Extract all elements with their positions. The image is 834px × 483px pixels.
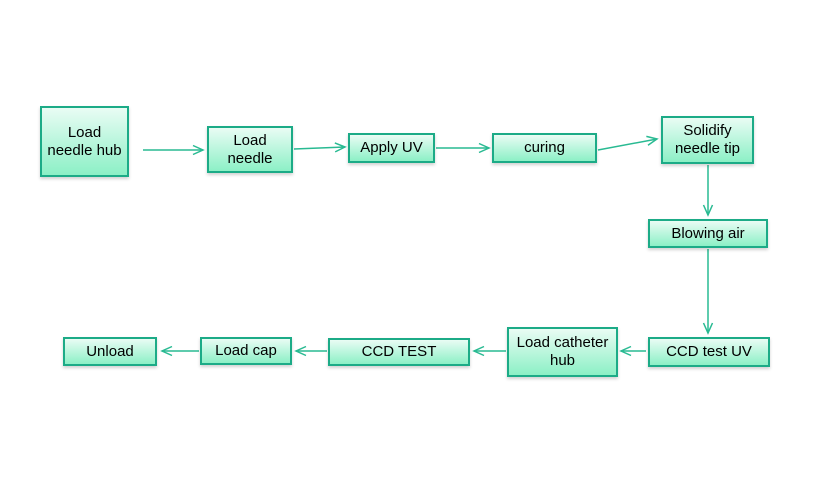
flow-node-label: Unload [86,342,134,360]
flow-node-load-needle: Load needle [207,126,293,173]
flow-node-label: CCD TEST [361,343,437,360]
flow-node-ccd-test: CCD TEST [328,338,470,366]
flow-node-label: Load cap [215,342,277,359]
flow-node-load-cap: Load cap [200,337,292,365]
flow-node-label: curing [524,139,565,156]
flow-arrow-load-needle-to-apply-uv [293,142,347,153]
flow-node-label: Load needle [227,131,273,167]
flow-node-apply-uv: Apply UV [348,133,435,163]
flow-node-label: Solidify needle tip [674,122,741,157]
flow-node-load-catheter-hub: Load catheter hub [507,327,618,377]
flow-node-solidify-needle-tip: Solidify needle tip [661,116,754,164]
flow-node-load-needle-hub: Load needle hub [40,106,129,177]
flow-node-ccd-test-uv: CCD test UV [648,337,770,367]
flow-arrow-curing-to-solidify-needle-tip [597,135,659,151]
flow-node-label: Load needle hub [47,123,122,159]
flow-node-blowing-air: Blowing air [648,219,768,248]
flow-node-label: Blowing air [671,224,745,242]
flow-node-label: Apply UV [360,139,423,156]
flow-node-unload: Unload [63,337,157,366]
flow-node-curing: curing [492,133,597,163]
flow-node-label: CCD test UV [666,343,752,360]
flow-node-label: Load catheter hub [516,334,609,369]
